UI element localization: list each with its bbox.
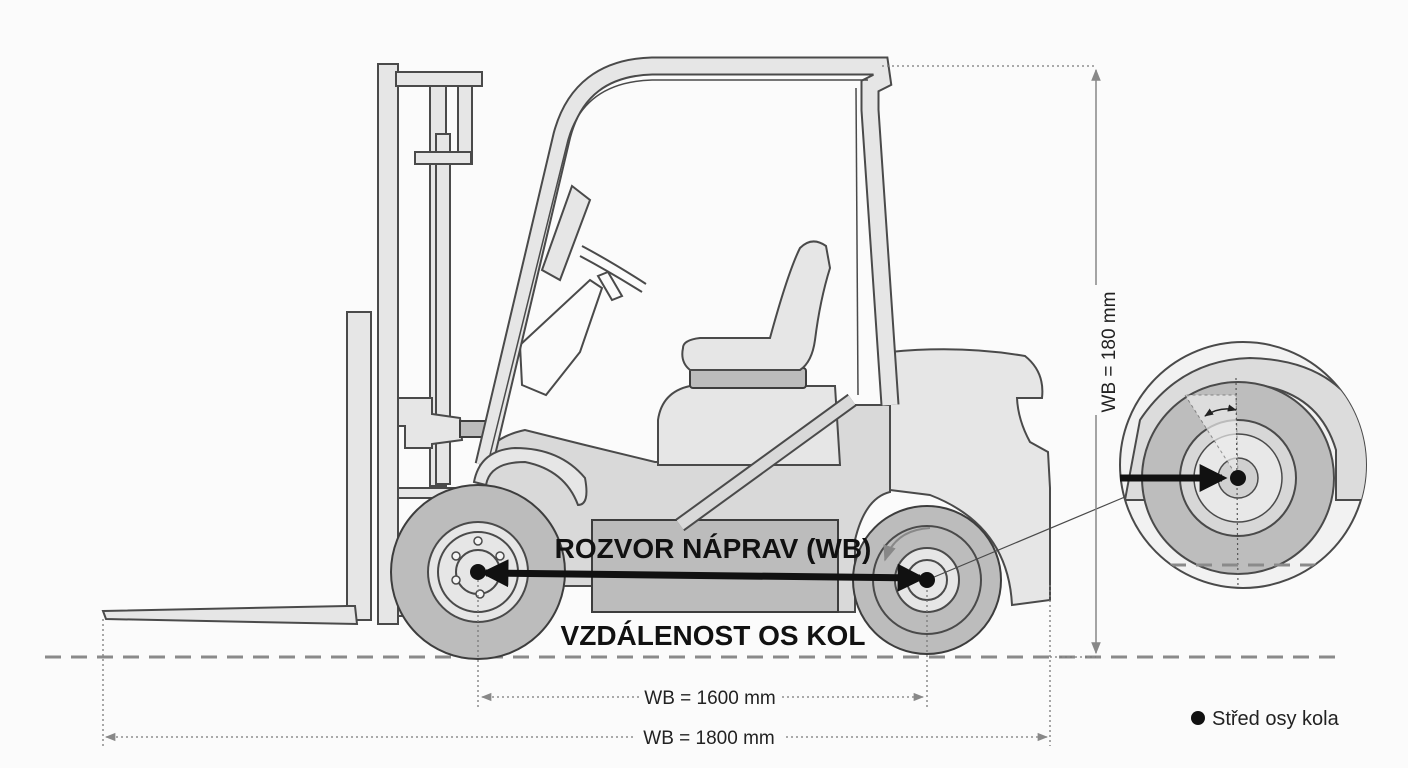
overall-dimension-label: WB = 1800 mm (643, 728, 774, 749)
front-fender (472, 446, 588, 507)
counterweight (889, 348, 1051, 607)
legend: Střed osy kola (1191, 708, 1340, 730)
steering (518, 245, 647, 397)
legend-label: Střed osy kola (1212, 708, 1340, 730)
wheelbase-arrow (480, 559, 926, 592)
legend-dot-icon (1191, 711, 1205, 725)
fork (101, 311, 372, 626)
diagram-title: ROZVOR NÁPRAV (WB) (555, 533, 872, 564)
diagram-subtitle: VZDÁLENOST OS KOL (561, 620, 866, 651)
seat (681, 240, 832, 389)
height-dimension-label: WB = 180 mm (1099, 292, 1120, 413)
wheelbase-dimension-label: WB = 1600 mm (644, 688, 775, 709)
front-axle-center-dot (470, 564, 486, 580)
axle-detail-magnifier (1119, 341, 1367, 589)
rear-axle-center-dot (919, 572, 935, 588)
roll-cage (474, 56, 900, 532)
